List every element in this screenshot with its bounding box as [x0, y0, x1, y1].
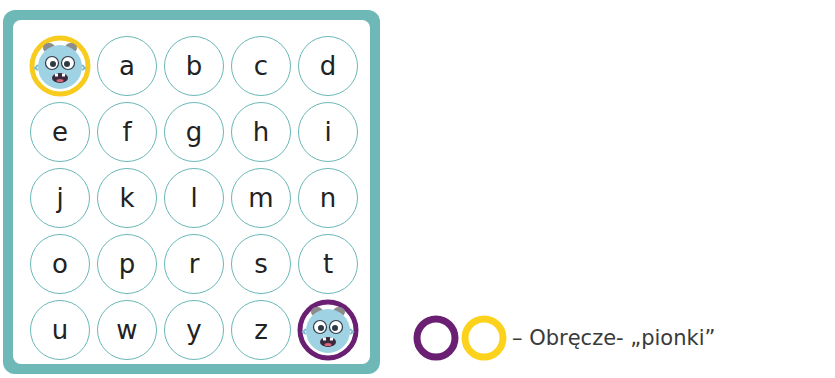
- field-letter: f: [122, 118, 131, 147]
- letter-field: c: [231, 36, 291, 96]
- field-letter: r: [189, 250, 200, 279]
- field-letter: d: [320, 52, 337, 81]
- legend-text: – Obręcze- „pionki”: [512, 324, 715, 352]
- field-letter: b: [186, 52, 203, 81]
- field-letter: m: [248, 184, 273, 213]
- letter-field: e: [30, 102, 90, 162]
- letter-field: k: [97, 168, 157, 228]
- letter-field: n: [298, 168, 358, 228]
- letter-field: o: [30, 234, 90, 294]
- field-letter: i: [324, 118, 331, 147]
- letter-field: i: [298, 102, 358, 162]
- letter-field: y: [164, 300, 224, 360]
- letter-field: j: [30, 168, 90, 228]
- field-letter: u: [52, 316, 68, 345]
- field-letter: k: [119, 184, 134, 213]
- field-letter: s: [254, 250, 268, 279]
- letter-field: m: [231, 168, 291, 228]
- field-letter: l: [190, 184, 197, 213]
- letter-field: r: [164, 234, 224, 294]
- field-letter: g: [186, 118, 203, 147]
- yellow-ring: [465, 319, 503, 357]
- legend-entry: – Obręcze- „pionki”: [512, 324, 715, 352]
- letter-field: s: [231, 234, 291, 294]
- field-letter: a: [119, 52, 135, 81]
- field-letter: z: [254, 316, 268, 345]
- field-letter: p: [119, 250, 136, 279]
- letter-field: f: [97, 102, 157, 162]
- field-letter: j: [56, 184, 63, 213]
- letter-field: u: [30, 300, 90, 360]
- goal-monster: [300, 302, 356, 358]
- letter-field: b: [164, 36, 224, 96]
- letter-field: g: [164, 102, 224, 162]
- letter-field: d: [298, 36, 358, 96]
- field-letter: e: [52, 118, 68, 147]
- letter-field: p: [97, 234, 157, 294]
- letter-field: l: [164, 168, 224, 228]
- field-letter: h: [253, 118, 269, 147]
- letter-field: a: [97, 36, 157, 96]
- letter-field: w: [97, 300, 157, 360]
- purple-ring: [417, 319, 455, 357]
- field-letter: n: [320, 184, 336, 213]
- legend: – Obręcze- „pionki”: [512, 324, 715, 352]
- field-letter: c: [254, 52, 268, 81]
- start-monster: [32, 38, 88, 94]
- field-letter: w: [116, 316, 137, 345]
- letter-field: h: [231, 102, 291, 162]
- letter-field: t: [298, 234, 358, 294]
- letter-field: z: [231, 300, 291, 360]
- field-letter: o: [52, 250, 68, 279]
- board-frame: [3, 10, 380, 374]
- field-letter: t: [323, 250, 333, 279]
- field-letter: y: [186, 316, 201, 345]
- board-field: [13, 20, 370, 364]
